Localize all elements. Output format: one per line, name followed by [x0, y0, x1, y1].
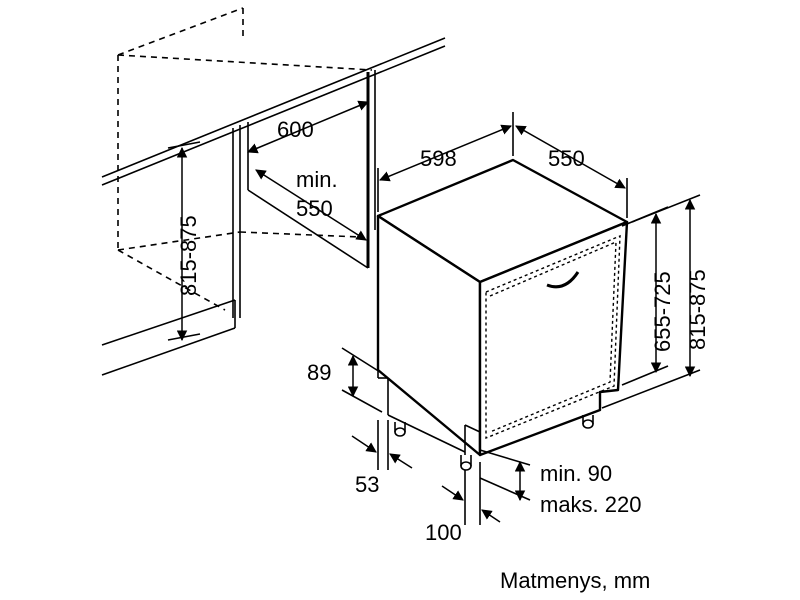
label-appliance-width: 598: [420, 146, 457, 171]
foot-front-right: [582, 419, 594, 429]
diagram-caption: Matmenys, mm: [500, 568, 650, 593]
label-plinth-depth: 100: [425, 520, 462, 545]
label-plinth-height: 89: [307, 360, 331, 385]
foot-rear-left: [394, 427, 406, 437]
foot-front-left: [460, 461, 472, 471]
label-appliance-height: 815-875: [685, 269, 710, 350]
dimension-labels: 600 min. 550 815-875 598 550 655-725 815…: [176, 117, 710, 545]
label-clearance-min: min. 90: [540, 461, 612, 486]
label-appliance-depth: 550: [548, 146, 585, 171]
dimension-lines: [167, 100, 701, 525]
label-niche-height: 815-875: [176, 215, 201, 296]
label-clearance-max: maks. 220: [540, 492, 642, 517]
dishwasher-body: [376, 158, 629, 471]
label-niche-min-depth-2: 550: [296, 196, 333, 221]
label-niche-width: 600: [277, 117, 314, 142]
door-handle: [546, 271, 580, 289]
label-niche-min-depth-1: min.: [296, 167, 338, 192]
label-plinth-offset: 53: [355, 472, 379, 497]
label-door-height: 655-725: [650, 271, 675, 352]
